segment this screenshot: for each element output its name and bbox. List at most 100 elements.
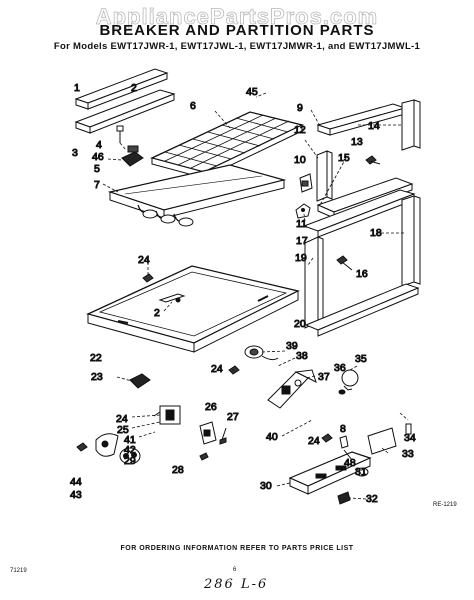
callout-12: 12 <box>294 124 306 136</box>
callout-24c: 24 <box>116 413 128 425</box>
callout-41: 41 <box>124 434 136 446</box>
callout-26: 26 <box>205 401 217 413</box>
callout-15: 15 <box>338 152 350 164</box>
page-number: 6 <box>233 567 237 573</box>
part-1-strip <box>74 68 169 110</box>
callout-46: 46 <box>92 151 104 163</box>
callout-28: 28 <box>172 464 184 476</box>
part-9-frame-top <box>316 103 407 136</box>
watermark: AppliancePartsPros.com <box>95 4 379 30</box>
callout-44: 44 <box>70 476 82 488</box>
part-31-knob <box>355 467 369 477</box>
callout-24d: 24 <box>308 435 320 447</box>
part-26-switch <box>199 421 217 445</box>
callout-25: 25 <box>117 424 129 436</box>
part-12-side-strip <box>316 150 333 202</box>
callout-18: 18 <box>370 227 382 239</box>
part-46-clip <box>127 145 139 153</box>
part-32-clip <box>337 491 351 505</box>
part-18-right-strip <box>401 195 421 287</box>
callout-labels: 1 2 3 4 46 5 7 6 45 9 12 10 14 13 15 11 … <box>70 82 417 506</box>
part-5-clip <box>121 151 144 167</box>
callout-4: 4 <box>96 139 102 151</box>
callout-6: 6 <box>190 100 196 112</box>
callout-20: 20 <box>294 318 306 330</box>
callout-48: 48 <box>344 457 356 469</box>
callout-24b: 24 <box>211 363 223 375</box>
callout-8: 8 <box>340 423 346 435</box>
part-35-bulb <box>341 369 359 391</box>
handwritten-note: 286 L-6 <box>204 577 269 592</box>
callout-9: 9 <box>297 102 303 114</box>
part-28-screw <box>199 452 209 461</box>
callout-42: 42 <box>124 444 136 456</box>
callout-31: 31 <box>355 466 367 478</box>
callout-5: 5 <box>94 163 100 175</box>
callout-22: 22 <box>90 352 102 364</box>
document-code: 71219 <box>10 568 27 574</box>
part-39-cap <box>244 345 264 359</box>
callout-14: 14 <box>368 120 380 132</box>
callout-36: 36 <box>334 362 346 374</box>
callout-39: 39 <box>286 340 298 352</box>
part-22-partition <box>86 265 300 353</box>
part-13-screw <box>365 155 381 165</box>
callout-23: 23 <box>91 371 103 383</box>
callout-37: 37 <box>318 371 330 383</box>
callout-1: 1 <box>74 82 80 94</box>
part-48-pin <box>343 449 353 461</box>
part-20-bottom-strip <box>304 283 420 337</box>
callout-29: 29 <box>124 455 136 467</box>
callout-11: 11 <box>296 218 307 230</box>
callout-13: 13 <box>351 136 363 148</box>
callout-40: 40 <box>266 431 278 443</box>
model-list: For Models EWT17JWR-1, EWT17JWL-1, EWT17… <box>53 41 421 52</box>
callout-30: 30 <box>260 480 272 492</box>
part-23-clip <box>129 373 151 389</box>
part-30-control-panel <box>288 451 372 495</box>
part-14-side-strip <box>401 99 421 151</box>
part-24-screw-low <box>76 442 88 452</box>
callout-2a: 2 <box>131 82 137 94</box>
part-36-bulb-base <box>338 389 346 395</box>
part-19-left-strip <box>304 236 324 329</box>
callout-34: 34 <box>404 432 416 444</box>
callout-10: 10 <box>294 154 306 166</box>
part-11-bracket <box>295 203 311 219</box>
part-10-bracket <box>299 173 313 193</box>
callout-7: 7 <box>94 179 100 191</box>
part-4-screw <box>116 125 124 143</box>
callout-45: 45 <box>246 86 258 98</box>
ordering-note: FOR ORDERING INFORMATION REFER TO PARTS … <box>120 545 354 552</box>
part-8-bracket <box>339 435 349 449</box>
callout-33: 33 <box>402 448 414 460</box>
diagram-title: BREAKER AND PARTITION PARTS <box>99 22 375 39</box>
part-15-frame <box>302 177 416 238</box>
callout-3: 3 <box>72 147 78 159</box>
part-43-knob <box>119 447 141 465</box>
callout-19: 19 <box>295 252 307 264</box>
callout-24a: 24 <box>138 254 150 266</box>
part-7-tray <box>107 164 287 227</box>
callout-2b: 2 <box>154 307 160 319</box>
part-24-screw-right <box>321 433 333 443</box>
part-25-housing <box>153 405 181 425</box>
callout-17: 17 <box>296 235 308 247</box>
part-33-cover <box>367 427 397 455</box>
callout-32: 32 <box>366 493 378 505</box>
callout-38: 38 <box>296 350 308 362</box>
part-27-screw <box>219 427 227 445</box>
part-44-bracket <box>95 433 119 457</box>
callout-16: 16 <box>356 268 368 280</box>
part-3-strip <box>74 89 176 134</box>
callout-43: 43 <box>70 489 82 501</box>
part-34-fuse <box>405 423 412 435</box>
part-16-screw <box>336 255 353 271</box>
callout-35: 35 <box>355 353 367 365</box>
part-37-socket <box>267 369 317 409</box>
leader-lines <box>102 92 409 500</box>
part-38-wire <box>261 355 279 361</box>
figure-code: RE-1219 <box>433 502 457 508</box>
callout-27: 27 <box>227 411 239 423</box>
